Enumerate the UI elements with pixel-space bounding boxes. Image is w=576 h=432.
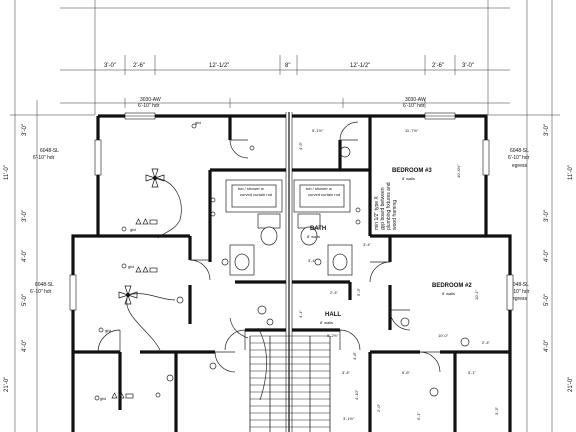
- dim-label: 10'-1": [474, 289, 479, 300]
- dim-label: 3'-4": [308, 258, 317, 263]
- dim-label: 3'-4": [342, 370, 351, 375]
- dim-label: 4'-10": [354, 389, 359, 400]
- window-side-lu-2: 6'-10" hdr: [33, 155, 55, 161]
- top-dim-5: 12'-1/2": [350, 63, 370, 69]
- dim-label: 5'-1": [468, 370, 477, 375]
- top-dimension-lines: [10, 0, 560, 432]
- left-dim-2: 11'-0": [4, 165, 10, 180]
- tub-label-left-2: curved curtain rod: [240, 192, 272, 197]
- dim-label: 5'-3": [356, 287, 361, 296]
- dim-label: 3'-3": [494, 406, 499, 415]
- note-line-4: wood framing: [392, 200, 398, 230]
- tub-label-right-1: tub / shower w: [306, 186, 332, 191]
- windows: [69, 112, 514, 311]
- room-bedroom3-sub: 8' walls: [402, 176, 415, 181]
- window-side-rl-1: 6048-SL: [510, 282, 529, 288]
- top-dim-3: 12'-1/2": [209, 63, 229, 69]
- room-bath-sub: 8' walls: [307, 234, 320, 239]
- left-dim-3: 3'-0": [22, 210, 28, 222]
- tub-label-right-2: curved curtain rod: [308, 192, 340, 197]
- data-tv-icons: [111, 218, 158, 399]
- left-dim-1: 3'-0": [22, 124, 28, 136]
- room-hall-sub: 8' walls: [320, 320, 333, 325]
- room-bedroom3-name: BEDROOM #3: [392, 168, 432, 174]
- dim-label: 2'-4": [330, 290, 339, 295]
- bath-fixtures: [225, 179, 353, 276]
- note-line-2: gyp board between: [380, 187, 386, 230]
- right-dim-5: 5'-0": [544, 294, 550, 306]
- fire-separation-note: min 1/2" type X gyp board between plumbi…: [374, 182, 398, 230]
- dim-label: 10'-0": [438, 333, 449, 338]
- dim-label: 5'-1½": [312, 128, 324, 133]
- right-dim-1: 3'-0": [544, 124, 550, 136]
- toilet-bowl-left: [260, 226, 278, 246]
- dim-label: 4'-1": [298, 309, 303, 318]
- gfci-label: gfci: [105, 328, 111, 333]
- room-bedroom2-name: BEDROOM #2: [432, 283, 472, 289]
- interior-walls-right: [292, 116, 510, 432]
- dim-label: 3'-4": [363, 242, 372, 247]
- right-side-dimensions: 3'-0" 11'-0" 3'-0" 4'-0" 5'-0" 4'-0" 21'…: [544, 124, 574, 392]
- window-side-rl-2: 6'-10" hdr: [508, 289, 530, 295]
- window-side-rl-3: egress: [512, 296, 528, 302]
- gfci-label: gfci: [100, 396, 106, 401]
- left-side-dimensions: 3'-0" 11'-0" 3'-0" 4'-0" 5'-0" 4'-0" 21'…: [4, 124, 28, 392]
- window-hdr-right: 6'-10" hdr: [403, 103, 425, 109]
- dim-label: 4'-8": [352, 351, 357, 360]
- right-dim-6: 4'-0": [544, 340, 550, 352]
- top-dim-7: 3'-0": [462, 63, 474, 69]
- dim-label: 5'-2½": [327, 333, 339, 338]
- window-side-ll-1: 6048-SL: [35, 282, 54, 288]
- dim-label: 2'-4": [482, 340, 491, 345]
- room-hall-name: HALL: [325, 312, 341, 318]
- window-side-ll-2: 6'-10" hdr: [30, 289, 52, 295]
- dim-label: 11'-7½": [405, 128, 419, 133]
- doors: [97, 121, 441, 373]
- dim-label: 2'-0": [376, 403, 381, 412]
- gfci-label: gfci: [128, 264, 134, 269]
- dim-label: 3'-1½": [343, 416, 355, 421]
- tub-label-left-1: tub / shower w: [238, 186, 264, 191]
- left-dim-5: 5'-0": [22, 294, 28, 306]
- window-tag-left: 3030-AW: [140, 97, 161, 103]
- dim-label: 6'-1": [416, 411, 421, 420]
- room-bedroom2-sub: 8' walls: [442, 291, 455, 296]
- outlet-icons: [94, 123, 470, 401]
- note-line-1: min 1/2" type X: [374, 196, 380, 230]
- top-dim-1: 3'-0": [104, 63, 116, 69]
- note-line-3: plumbing fixtures and: [386, 182, 392, 230]
- stairs: [249, 335, 331, 432]
- right-dim-7: 21'-0": [568, 377, 574, 392]
- window-hdr-left: 6'-10" hdr: [138, 103, 160, 109]
- dim-label: 10'-4½": [456, 164, 461, 178]
- window-side-ru-2: 6'-10" hdr: [508, 155, 530, 161]
- left-dim-4: 4'-0": [22, 250, 28, 262]
- left-dim-6: 4'-0": [22, 340, 28, 352]
- room-bath-name: BATH: [310, 226, 326, 232]
- dim-label: 4'-9": [298, 141, 303, 150]
- gfci-label: gfci: [130, 227, 136, 232]
- interior-walls-left: [73, 116, 286, 432]
- window-side-ru-3: egress: [512, 163, 528, 169]
- toilet-bowl-right: [300, 226, 318, 246]
- window-side-lu-1: 6048-SL: [40, 148, 59, 154]
- right-dim-2: 11'-0": [568, 165, 574, 180]
- toilet-tank-left: [257, 213, 281, 229]
- right-dim-3: 3'-0": [544, 210, 550, 222]
- dim-label: 6'-6": [402, 370, 411, 375]
- window-side-ru-1: 6048-SL: [510, 148, 529, 154]
- top-dim-6: 2'-6": [432, 63, 444, 69]
- window-tag-right: 3030-AW: [405, 97, 426, 103]
- top-dim-4: 8": [285, 63, 290, 69]
- right-dim-4: 4'-0": [544, 250, 550, 262]
- wiring: [126, 177, 267, 401]
- left-dim-7: 21'-0": [4, 377, 10, 392]
- gfci-label: gfci: [195, 120, 201, 125]
- top-dim-2: 2'-6": [133, 63, 145, 69]
